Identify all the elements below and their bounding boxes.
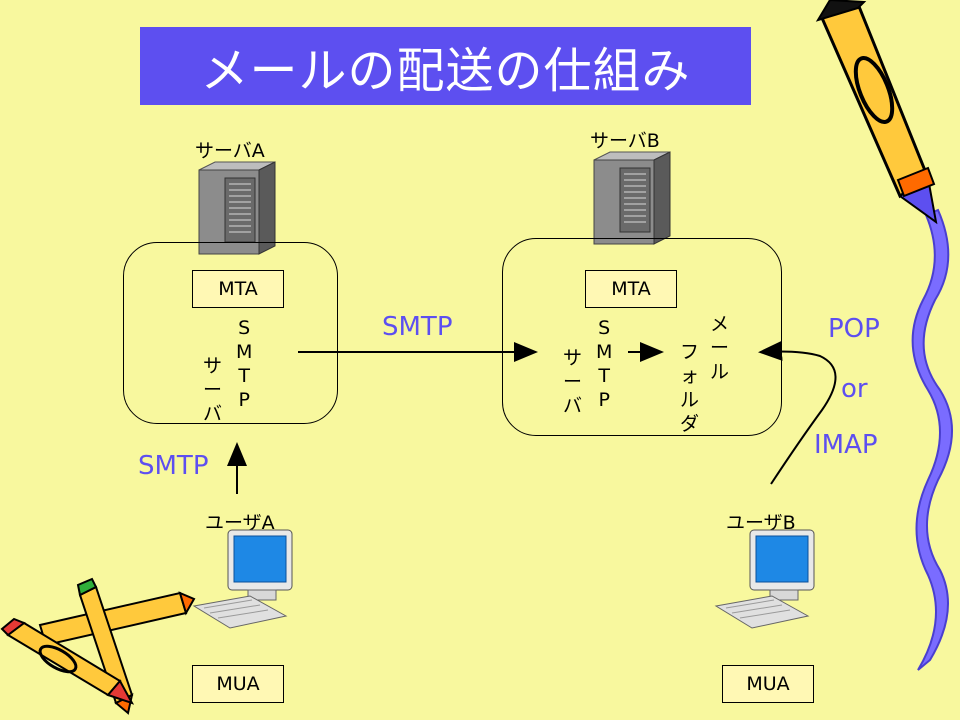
page-title: メールの配送の仕組み [140,27,751,105]
server-icon [593,151,671,245]
server-a-label: サーバA [195,140,265,162]
smtp-label-between: SMTP [382,312,453,342]
server-b-server-vertical: サ ー バ [563,346,582,418]
char: S [238,317,251,339]
smtp-label-user: SMTP [138,451,209,481]
char: ー [203,379,223,401]
user-b-mua: MUA [722,665,814,703]
mail-folder-col1: メ ー ル [710,312,729,384]
char: ル [710,361,730,383]
char: M [236,341,253,363]
char: ォ [680,365,700,387]
char: バ [203,403,223,425]
computer-icon [714,529,815,629]
char: ー [563,371,583,393]
server-b-frame [502,238,782,436]
char: ー [710,337,730,359]
computer-icon [192,529,293,629]
server-a-server-vertical: サ ー バ [203,354,222,426]
server-b-mta: MTA [585,270,677,308]
server-b-smtp-vertical: S M T P [596,316,612,412]
char: S [598,317,611,339]
server-a-mta: MTA [192,270,284,308]
user-a-label: ユーザA [205,512,275,534]
char: サ [563,347,583,369]
server-icon [198,161,276,255]
char: ダ [680,413,700,435]
char: M [596,341,613,363]
pop-label: POP [828,314,880,344]
wave-ribbon [911,208,953,671]
crayon-icon [815,0,938,225]
char: バ [563,395,583,417]
user-b-label: ユーザB [726,512,796,534]
user-a-mua: MUA [192,665,284,703]
char: T [598,365,610,387]
server-a-smtp-vertical: S M T P [236,316,252,412]
server-b-label: サーバB [590,130,660,152]
decor-right [815,0,953,671]
server-a-frame [123,242,338,424]
arrow-folder-to-user-b [758,340,837,485]
char: P [238,389,250,411]
char: P [598,389,610,411]
char: フ [680,341,700,363]
char: ル [680,389,700,411]
pencil-icon [0,577,196,715]
char: サ [203,355,223,377]
mail-folder-col2: フ ォ ル ダ [680,340,699,436]
imap-label: IMAP [814,430,878,460]
char: メ [710,313,730,335]
or-label: or [841,374,868,404]
char: T [238,365,250,387]
